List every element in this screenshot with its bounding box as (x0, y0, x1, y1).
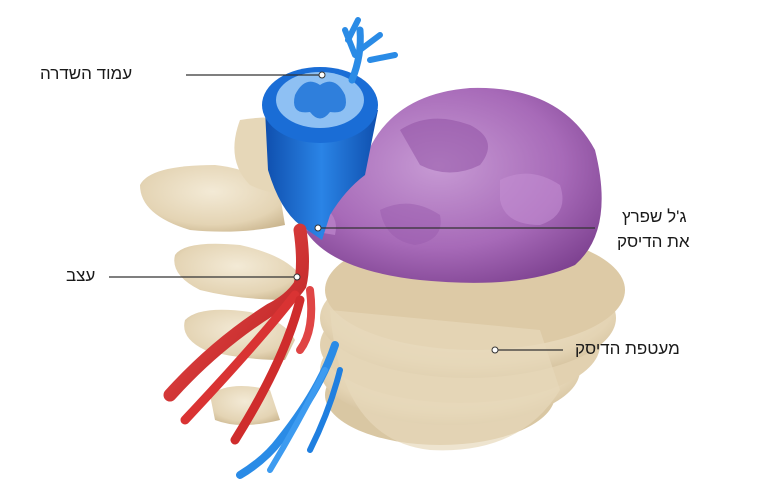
label-spinal-cord: עמוד השדרה (40, 64, 133, 83)
label-herniation-line2: את הדיסק (617, 232, 690, 251)
label-nerve: עצב (66, 266, 96, 285)
spinal-cord (262, 17, 398, 240)
nerve-root (163, 223, 316, 445)
label-herniation-line1: ג'ל שפרץ (622, 207, 687, 226)
leader-dots (293, 71, 499, 354)
leader-lines (109, 74, 595, 351)
label-annulus: מעטפת הדיסק (575, 339, 680, 358)
blue-nerves-lower (236, 341, 343, 479)
lower-vertebrae (320, 230, 625, 451)
disc-gel (304, 87, 602, 283)
